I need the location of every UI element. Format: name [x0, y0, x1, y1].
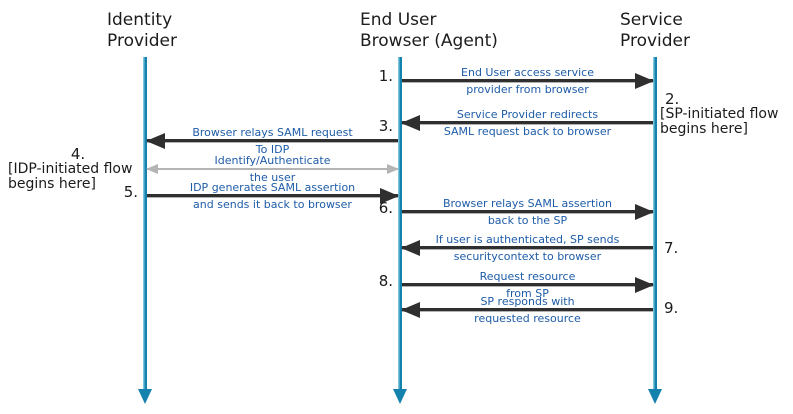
lifeline-sp: [653, 57, 657, 390]
step-number-6: 6.: [378, 199, 393, 217]
message-label-line1: IDP generates SAML assertion: [189, 181, 356, 194]
message-line: [402, 210, 653, 213]
arrowhead-left-icon: [401, 239, 420, 256]
arrowhead-right-icon: [635, 276, 654, 293]
lifeline-browser: [398, 57, 402, 390]
message-label-line2: securitycontext to browser: [453, 250, 602, 263]
step-number-8: 8.: [378, 272, 393, 290]
lifeline-idp: [143, 57, 147, 390]
message-line: [147, 194, 398, 197]
arrowhead-left-icon: [146, 132, 165, 149]
message-label-line1: Browser relays SAML assertion: [442, 197, 613, 210]
message-label-line2: SAML request back to browser: [443, 125, 612, 138]
note-step-number: 2.: [665, 90, 680, 108]
actor-label-line: Identity: [107, 10, 173, 30]
message-label-line1: Request resource: [479, 270, 576, 283]
lifeline-arrowhead-sp: [648, 389, 662, 404]
step-number-3: 3.: [378, 117, 393, 135]
arrowhead-left-icon: [401, 114, 420, 131]
step-number-9: 9.: [664, 299, 679, 317]
arrowhead-right-icon: [635, 203, 654, 220]
note-line: [IDP-initiated flow: [8, 161, 133, 177]
message-line: [402, 121, 653, 124]
message-label-line2: back to the SP: [487, 214, 568, 227]
message-label-line2: the user: [249, 171, 296, 184]
actor-label-line: Provider: [620, 31, 690, 51]
arrowhead-right-icon: [635, 72, 654, 89]
message-label-line1: Browser relays SAML request: [192, 126, 353, 139]
message-line: [402, 79, 653, 82]
actor-label-line: Browser (Agent): [360, 31, 498, 51]
note-line: [SP-initiated flow: [660, 106, 779, 122]
actor-label-line: Provider: [107, 31, 177, 51]
message-1: End User access service provider from bro…: [402, 66, 654, 97]
note-line: begins here]: [660, 121, 748, 137]
lifeline-arrowhead-idp: [138, 389, 152, 404]
message-line: [402, 308, 653, 311]
note-step-number: 4.: [70, 145, 86, 163]
message-7: If user is authenticated, SP sends securi…: [401, 233, 653, 264]
message-label-line2: from SP: [506, 287, 549, 300]
message-9: SP responds with requested resource: [401, 295, 653, 326]
message-4: Identify/Authenticate the user: [146, 154, 399, 185]
message-line: [402, 246, 653, 249]
arrowhead-left-icon: [401, 301, 420, 318]
message-label-line2: requested resource: [474, 312, 581, 325]
step-number-1: 1.: [378, 67, 393, 85]
message-3: Browser relays SAML request To IDP: [146, 126, 398, 157]
message-label-line1: If user is authenticated, SP sends: [435, 233, 620, 246]
message-label-line1: Identify/Authenticate: [214, 154, 331, 167]
message-label-line2: and sends it back to browser: [193, 198, 352, 211]
step-number-5: 5.: [123, 183, 138, 201]
message-label-line2: To IDP: [255, 143, 290, 156]
step-number-7: 7.: [664, 239, 679, 257]
message-line: [147, 168, 398, 170]
message-6: Browser relays SAML assertion back to the…: [402, 197, 654, 228]
arrowhead-right-icon: [380, 187, 399, 204]
message-8: Request resource from SP: [402, 270, 654, 301]
arrowhead-right-icon: [387, 164, 399, 174]
message-label-line1: SP responds with: [480, 295, 575, 308]
actor-label-line: Service: [620, 10, 683, 30]
arrowhead-left-icon: [146, 164, 158, 174]
message-5: IDP generates SAML assertion and sends it…: [147, 181, 399, 212]
message-line: [147, 139, 398, 142]
lifeline-arrowhead-browser: [393, 389, 407, 404]
actor-label-line: End User: [360, 10, 437, 30]
message-line: [402, 283, 653, 286]
message-label-line1: End User access service: [461, 66, 594, 79]
message-label-line1: Service Provider redirects: [456, 108, 599, 121]
message-label-line2: provider from browser: [466, 83, 589, 96]
note-line: begins here]: [8, 176, 96, 192]
